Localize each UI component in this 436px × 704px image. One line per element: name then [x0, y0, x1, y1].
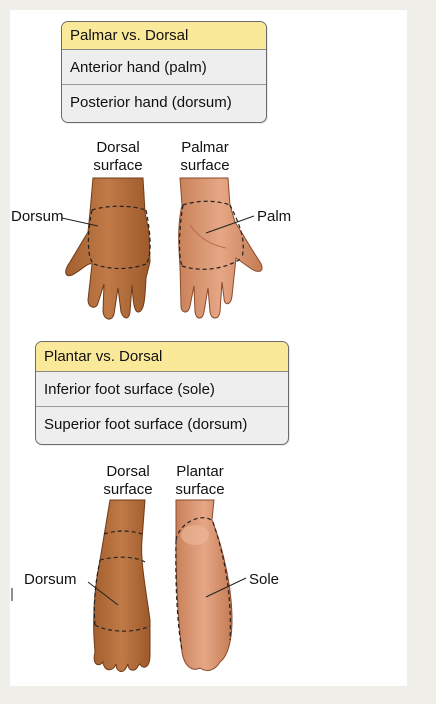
hand-dorsum-label: Dorsum	[11, 208, 64, 225]
plantar-foot	[175, 499, 247, 671]
posterior-hand-row: Posterior hand (dorsum)	[62, 84, 266, 120]
palmar-label-line1: Palmar	[181, 139, 229, 156]
plantar-surface-label: Plantar surface	[168, 463, 232, 499]
anterior-hand-row: Anterior hand (palm)	[70, 58, 207, 76]
sole-label: Sole	[249, 571, 280, 588]
foot-dorsum-label: Dorsum	[24, 571, 77, 588]
foot-dorsal-line1: Dorsal	[106, 463, 150, 480]
superior-foot-row: Superior foot surface (dorsum)	[36, 406, 288, 442]
palmar-dorsal-box: Palmar vs. Dorsal Anterior hand (palm) P…	[61, 21, 267, 123]
dorsal-surface-label-hand: Dorsal surface	[88, 139, 148, 175]
inferior-foot-row: Inferior foot surface (sole)	[44, 380, 215, 398]
plantar-dorsal-header: Plantar vs. Dorsal	[36, 342, 288, 372]
dorsal-hand	[61, 177, 151, 320]
dorsal-label-line2: surface	[93, 157, 143, 174]
plantar-label-line2: surface	[175, 481, 225, 498]
foot-dorsal-line2: surface	[103, 481, 153, 498]
dorsal-foot	[87, 499, 151, 672]
palmar-hand	[178, 177, 263, 319]
palmar-label-line2: surface	[180, 157, 230, 174]
dorsal-label-line1: Dorsal	[96, 139, 140, 156]
palmar-surface-label: Palmar surface	[173, 139, 237, 175]
dorsal-surface-label-foot: Dorsal surface	[96, 463, 160, 499]
palm-label: Palm	[257, 208, 292, 225]
palmar-dorsal-header: Palmar vs. Dorsal	[62, 22, 266, 50]
plantar-dorsal-box: Plantar vs. Dorsal Inferior foot surface…	[35, 341, 289, 445]
plantar-label-line1: Plantar	[176, 463, 224, 480]
